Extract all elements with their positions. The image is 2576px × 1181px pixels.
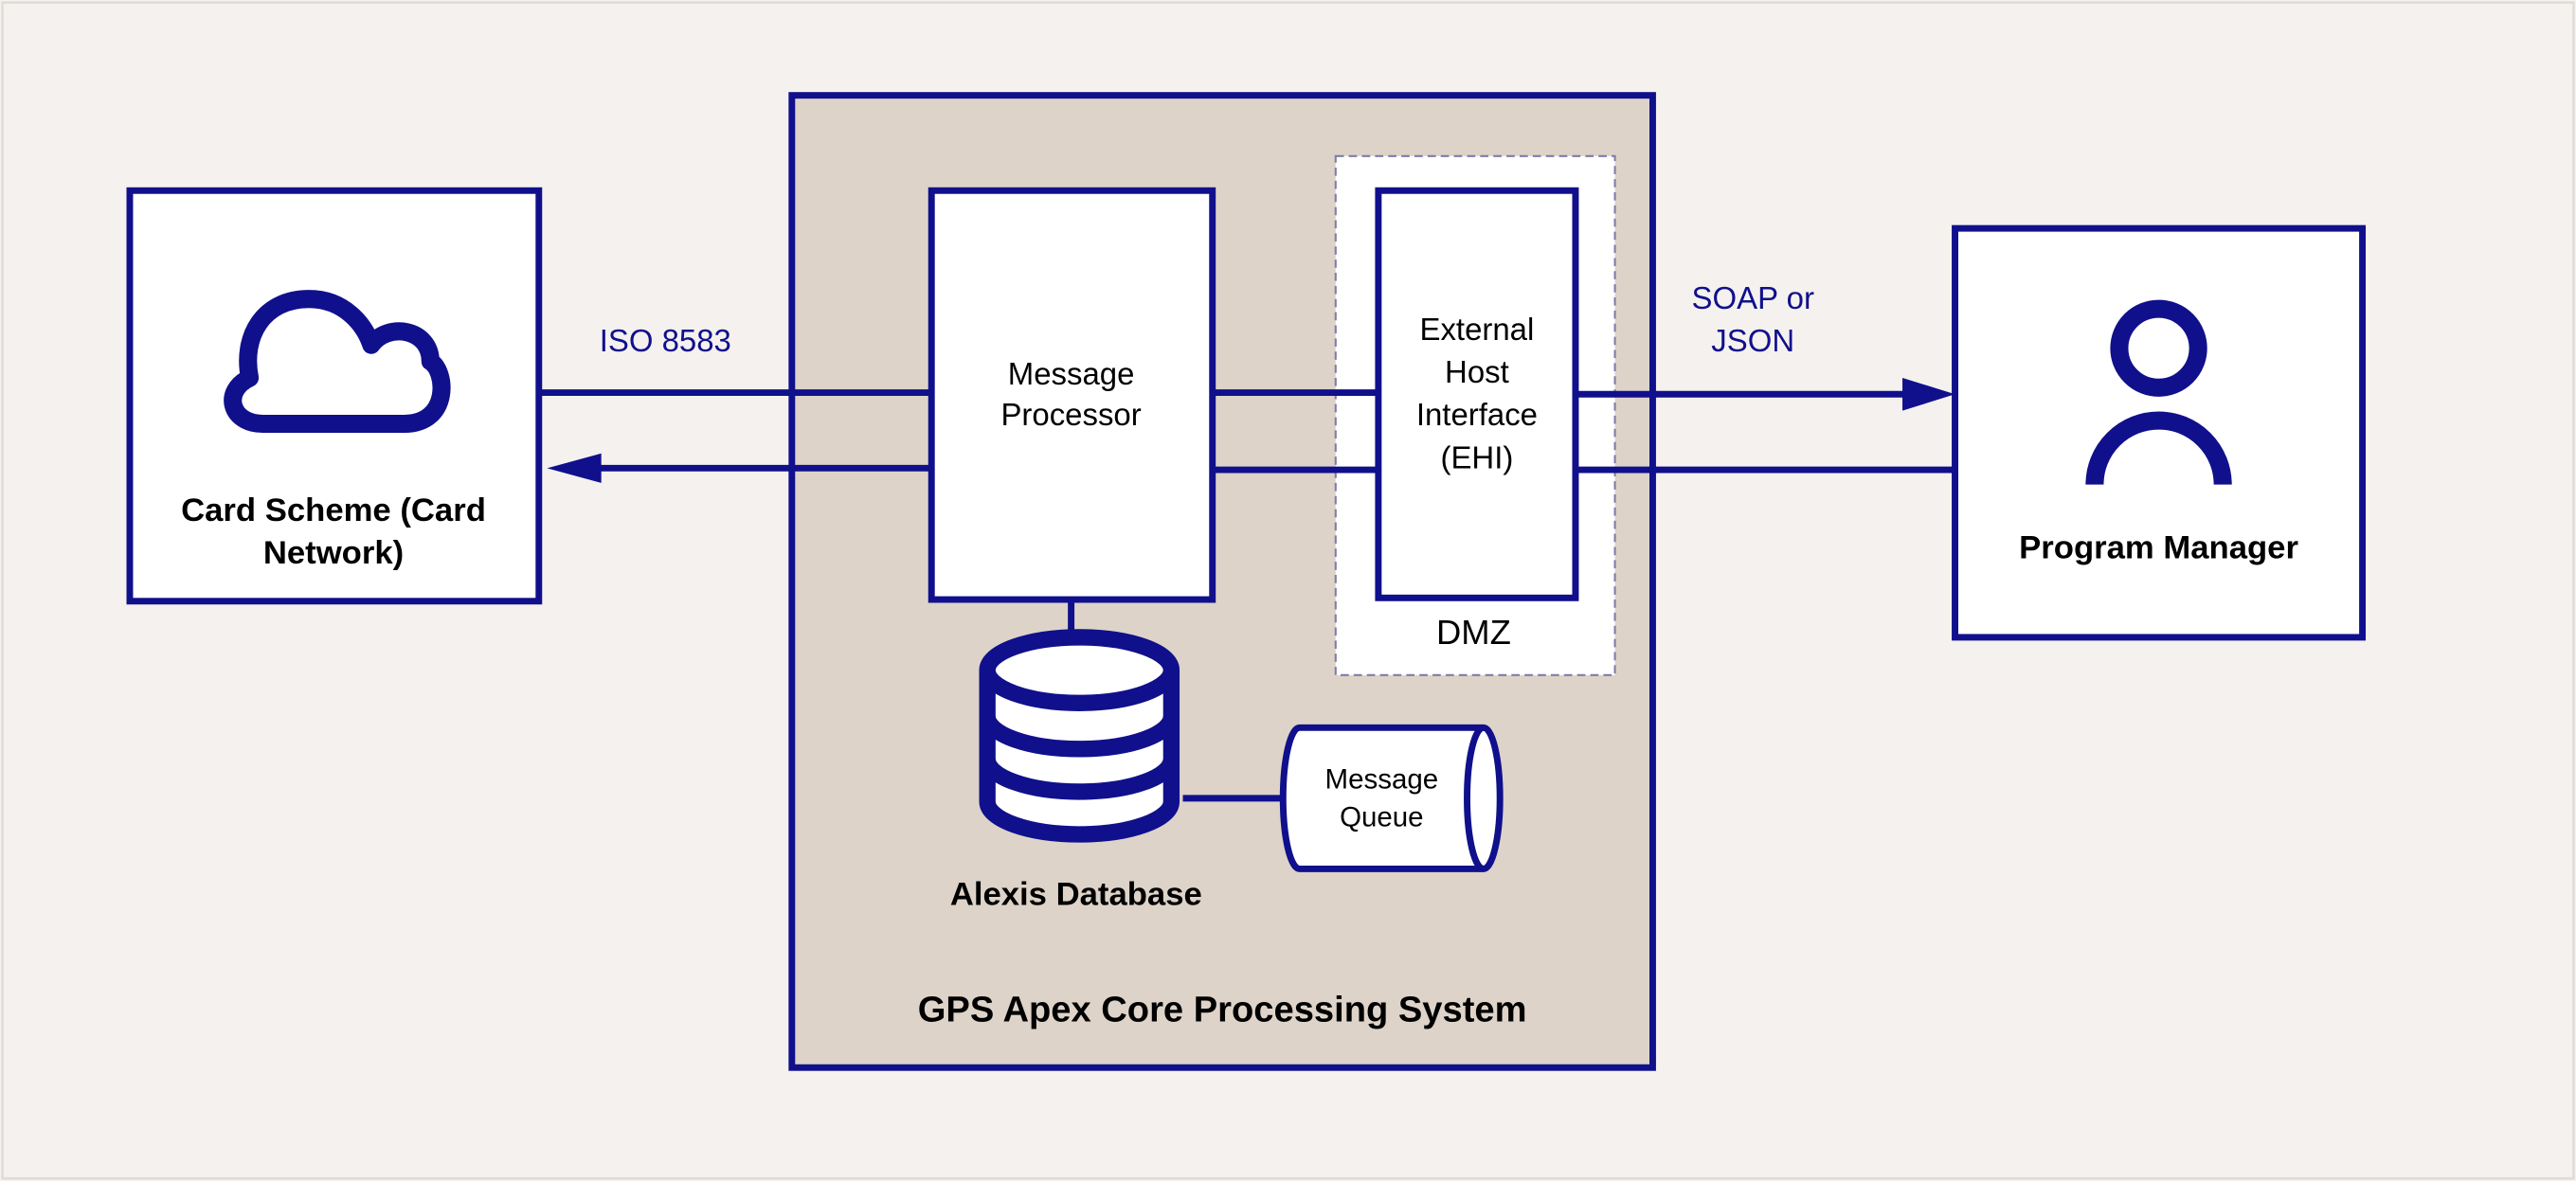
ehi-label-line3: Interface [1416, 397, 1538, 432]
message-queue-icon [1279, 724, 1504, 872]
database-icon [979, 629, 1180, 843]
cloud-icon [224, 290, 451, 434]
program-manager-box [1952, 224, 2367, 641]
card-scheme-box [126, 187, 543, 605]
connectors [538, 389, 1954, 802]
program-manager-label: Program Manager [2019, 530, 2298, 566]
dmz-label: DMZ [1436, 613, 1511, 652]
message-processor-label-line2: Processor [1000, 397, 1141, 432]
arrowhead-left [547, 453, 602, 483]
arrowhead-right [1902, 377, 1955, 411]
message-processor-box [928, 187, 1216, 603]
card-scheme-label-line2: Network) [263, 535, 404, 571]
core-system-label: GPS Apex Core Processing System [918, 990, 1527, 1030]
database-top [979, 629, 1180, 711]
iso-link-label: ISO 8583 [600, 323, 731, 358]
soap-link-label-line1: SOAP or [1692, 280, 1814, 315]
soap-link-label-line2: JSON [1711, 323, 1794, 358]
ehi-label-line4: (EHI) [1440, 439, 1513, 474]
user-icon-head [2110, 299, 2207, 397]
database-ring-2 [979, 758, 1180, 800]
ehi-box [1375, 187, 1579, 601]
queue-label-line1: Message [1325, 763, 1439, 795]
user-icon-body [2085, 411, 2232, 485]
card-scheme-label-line1: Card Scheme (Card [181, 492, 486, 528]
queue-label-line2: Queue [1340, 801, 1423, 832]
database-ring-1 [979, 715, 1180, 758]
message-processor-label-line1: Message [1008, 356, 1135, 391]
database-label: Alexis Database [950, 877, 1202, 913]
ehi-label-line1: External [1419, 312, 1534, 347]
queue-end-curve [1464, 724, 1485, 872]
ehi-label-line2: Host [1445, 354, 1509, 389]
user-icon [2085, 299, 2232, 485]
